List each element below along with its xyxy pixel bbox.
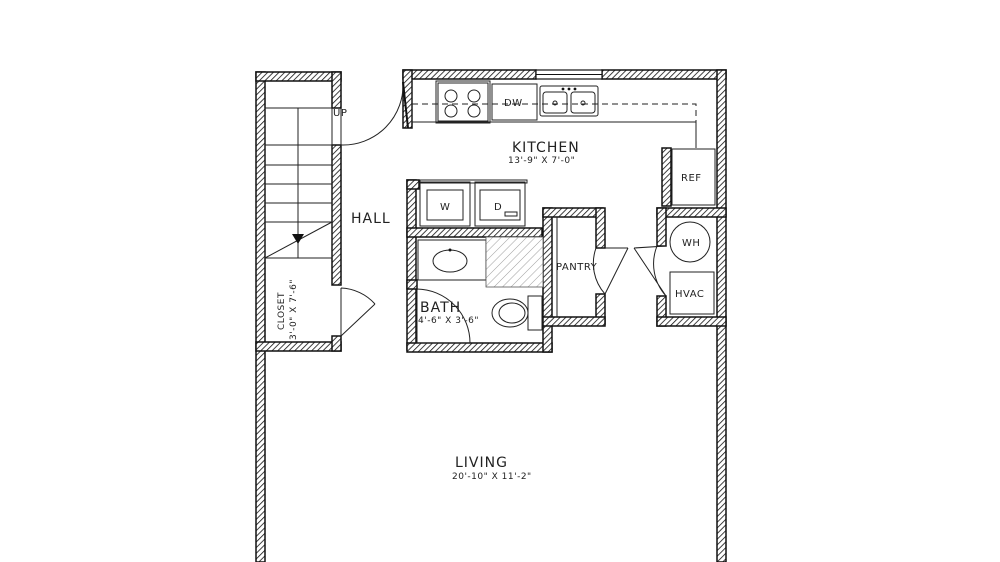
refrigerator: REF [671,148,716,206]
dryer-label: D [494,202,502,213]
stair-arrow-icon [292,234,304,244]
living-room: LIVING 20'-10" X 11'-2" [452,455,532,482]
hall-label: HALL [351,211,391,227]
water-heater: WH [669,221,711,263]
kitchen: DW REF KITCHEN 13'-9" X 7'-0" [411,79,716,206]
bath-vanity [417,239,487,281]
hvac-label: HVAC [675,289,704,300]
bath-door[interactable] [416,288,471,344]
bathroom: BATH 4'-6" X 3'-6" [416,236,544,344]
interior-walls [255,144,727,353]
entry-door[interactable] [340,81,409,146]
stairs-up-label: UP [333,108,347,119]
range-stove [435,80,491,124]
water-heater-label: WH [682,238,700,249]
closet-size: 3'-0" X 7'-6" [289,279,299,340]
closet-label: CLOSET [277,292,287,330]
closet-door[interactable] [340,287,376,337]
bath-size: 4'-6" X 3'-6" [418,316,479,326]
bath-label: BATH [420,300,461,316]
kitchen-sink [539,85,599,117]
laundry: W D [419,179,528,227]
living-label: LIVING [455,455,508,471]
dryer: D [474,181,526,227]
refrigerator-label: REF [681,173,702,184]
closet: CLOSET 3'-0" X 7'-6" [265,257,376,340]
washer-label: W [440,202,450,213]
mech-closet-door[interactable] [633,245,667,297]
living-size: 20'-10" X 11'-2" [452,472,532,482]
pantry: PANTRY [556,217,629,317]
exterior-walls [255,69,727,562]
kitchen-size: 13'-9" X 7'-0" [508,156,575,166]
staircase: UP [264,107,347,259]
kitchen-label: KITCHEN [512,140,580,156]
washer: W [419,181,471,227]
mechanical-closet: WH HVAC [633,221,715,315]
pantry-label: PANTRY [556,262,598,273]
toilet [491,295,543,331]
hvac-unit: HVAC [669,271,715,315]
pantry-door[interactable] [592,247,629,295]
dishwasher: DW [491,83,538,121]
dishwasher-label: DW [504,98,523,109]
